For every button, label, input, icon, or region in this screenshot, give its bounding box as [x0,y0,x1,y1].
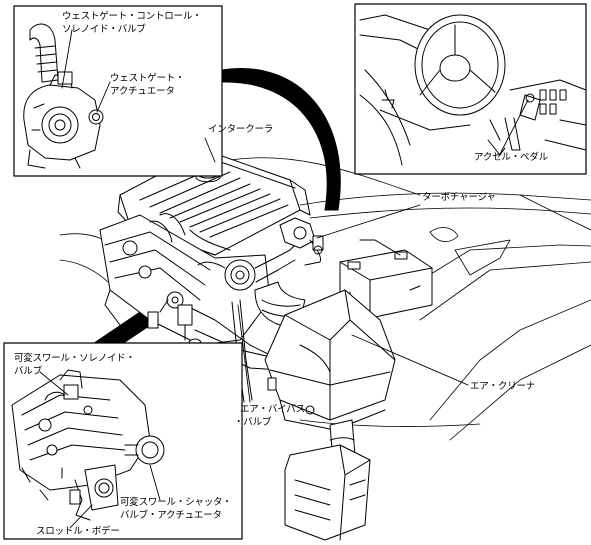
accelerator-inset-drawing [359,14,587,166]
turbocharger-drawing [197,217,324,291]
leader-air-bypass-valve [237,304,251,403]
wastegate-inset-drawing [23,23,104,169]
leader-intercooler [204,137,216,163]
label-air-cleaner: エア・クリーナ [470,381,536,392]
label-swirl-actuator-line1: 可変スワール・シャッタ・ [120,497,232,508]
label-wastegate-actuator-line2: アクチュエータ [110,86,175,97]
label-swirl-actuator-line2: バルブ・アクチュエータ [120,510,222,521]
air-intake-drawing [284,419,371,541]
label-throttle-body: スロットル・ボデー [36,526,120,537]
label-wastegate-actuator-line1: ウェストゲート・ [110,73,185,84]
leader-swirl-solenoid [39,371,69,396]
leader-wastegate-actuator [96,81,111,113]
label-swirl-solenoid-line1: 可変スワール・ソレノイド・ [14,353,135,364]
label-intercooler: インタークーラ [208,124,274,135]
label-swirl-solenoid-line2: バルブ [14,366,42,377]
leader-turbocharger [316,204,421,239]
label-accelerator-pedal: アクセル・ペダル [474,152,548,163]
leader-wastegate-solenoid [61,29,73,89]
leader-swirl-actuator [149,464,161,501]
vehicle-body-outline [59,157,591,441]
air-cleaner-drawing [264,289,396,431]
label-air-bypass-line2: ・バルブ [234,417,272,428]
label-turbocharger: ターボチャージャ [422,192,496,203]
label-wastegate-solenoid-line1: ウェストゲート・コントロール・ [62,11,202,22]
leader-air-cleaner [351,334,469,386]
intake-manifold-inset-drawing [11,369,165,521]
label-wastegate-solenoid-line2: ソレノイド・バルブ [62,24,146,35]
callout-connector-top [221,68,341,211]
battery-drawing [339,239,433,319]
label-air-bypass-line1: エア・バイパス [240,404,305,415]
leader-throttle-body [69,504,93,529]
leader-accelerator-pedal [499,99,529,155]
leader-lines [39,29,529,529]
